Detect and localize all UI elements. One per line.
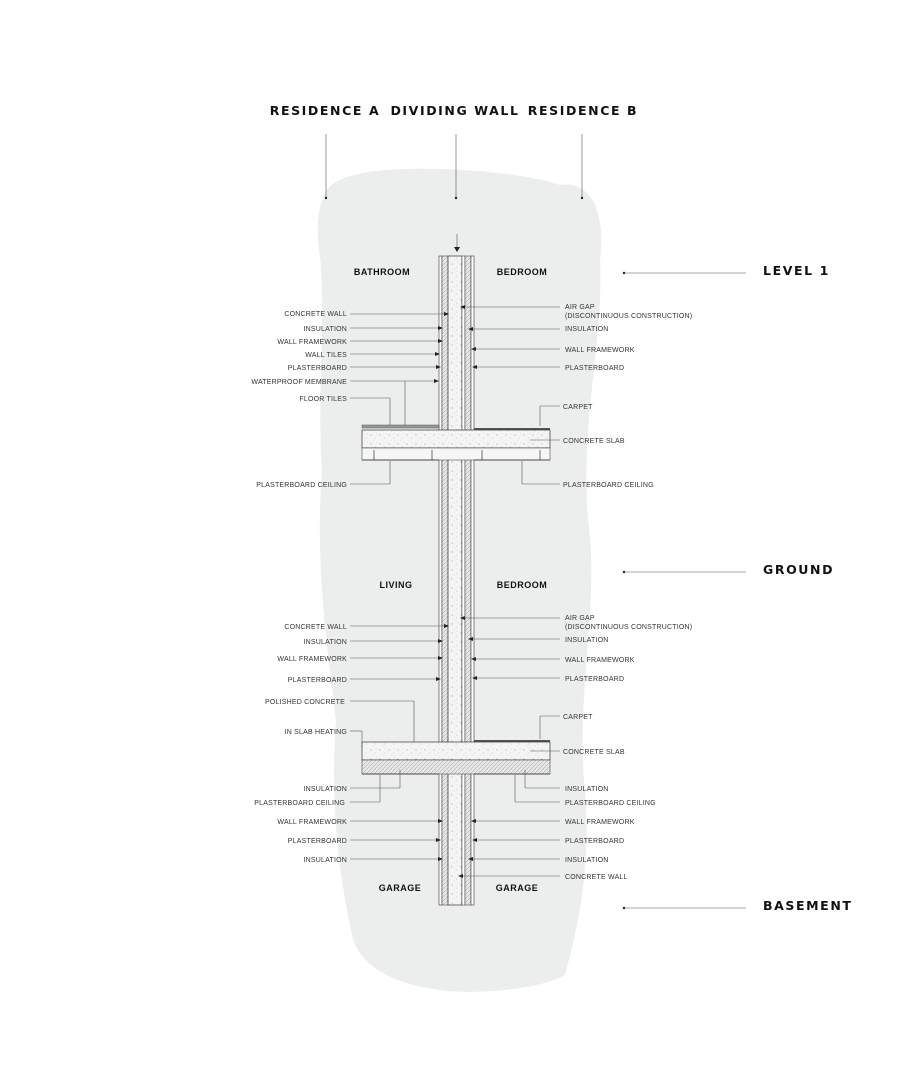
header-residence-b: RESIDENCE B (528, 103, 638, 118)
label-g-polished-concrete: POLISHED CONCRETE (265, 699, 345, 706)
label-g-in-slab-heating: IN SLAB HEATING (285, 729, 347, 736)
room-garage-b: GARAGE (496, 883, 539, 893)
room-living: LIVING (379, 580, 412, 590)
label-l1-floor-tiles: FLOOR TILES (299, 396, 347, 403)
label-l1-insulation: INSULATION (304, 326, 348, 333)
label-g-carpet: CARPET (563, 714, 593, 721)
label-g-air-gap-note: (DISCONTINUOUS CONSTRUCTION) (565, 624, 692, 631)
label-l1-plasterboard-ceiling-a: PLASTERBOARD CEILING (256, 482, 347, 489)
label-b-wall-framework-b: WALL FRAMEWORK (565, 819, 635, 826)
label-g-concrete-slab: CONCRETE SLAB (563, 749, 625, 756)
label-b-wall-framework-a: WALL FRAMEWORK (277, 819, 347, 826)
label-b-plasterboard-ceiling-b: PLASTERBOARD CEILING (565, 800, 656, 807)
label-b-insulation-a2: INSULATION (304, 857, 348, 864)
level1-left-leaders (350, 312, 449, 485)
ground-right-leaders (460, 616, 560, 752)
label-b-plasterboard-b: PLASTERBOARD (565, 838, 624, 845)
label-g-concrete-wall: CONCRETE WALL (284, 624, 347, 631)
label-l1-plasterboard-b: PLASTERBOARD (565, 365, 624, 372)
level-label-ground: GROUND (763, 562, 834, 577)
label-l1-concrete-slab: CONCRETE SLAB (563, 438, 625, 445)
label-l1-plasterboard-ceiling-b: PLASTERBOARD CEILING (563, 482, 654, 489)
header-residence-a: RESIDENCE A (270, 103, 381, 118)
header-dividing-wall: DIVIDING WALL (390, 103, 519, 118)
dividing-wall (438, 255, 475, 906)
header-leaders (324, 134, 584, 200)
label-l1-concrete-wall: CONCRETE WALL (284, 311, 347, 318)
label-g-air-gap: AIR GAP (565, 615, 595, 622)
label-l1-air-gap: AIR GAP (565, 304, 595, 311)
label-g-insulation: INSULATION (304, 639, 348, 646)
room-bedroom-upper: BEDROOM (497, 267, 548, 277)
label-b-insulation-b2: INSULATION (565, 857, 609, 864)
level-label-basement: BASEMENT (763, 898, 853, 913)
label-g-plasterboard: PLASTERBOARD (288, 677, 347, 684)
room-garage-a: GARAGE (379, 883, 422, 893)
label-l1-plasterboard: PLASTERBOARD (288, 365, 347, 372)
label-l1-waterproof-membrane: WATERPROOF MEMBRANE (251, 379, 347, 386)
basement-leaders (350, 770, 560, 878)
label-l1-wall-framework: WALL FRAMEWORK (277, 339, 347, 346)
label-g-wall-framework: WALL FRAMEWORK (277, 656, 347, 663)
room-bathroom: BATHROOM (354, 267, 410, 277)
label-g-insulation-b: INSULATION (565, 637, 609, 644)
label-l1-wall-framework-b: WALL FRAMEWORK (565, 347, 635, 354)
label-l1-air-gap-note: (DISCONTINUOUS CONSTRUCTION) (565, 313, 692, 320)
ground-left-leaders (350, 624, 449, 744)
label-g-plasterboard-b: PLASTERBOARD (565, 676, 624, 683)
label-b-plasterboard-a: PLASTERBOARD (288, 838, 347, 845)
level-markers (622, 271, 746, 910)
room-bedroom-ground: BEDROOM (497, 580, 548, 590)
label-l1-carpet: CARPET (563, 404, 593, 411)
label-b-insulation-a: INSULATION (304, 786, 348, 793)
label-b-concrete-wall: CONCRETE WALL (565, 874, 628, 881)
label-b-plasterboard-ceiling-a: PLASTERBOARD CEILING (254, 800, 345, 807)
label-g-wall-framework-b: WALL FRAMEWORK (565, 657, 635, 664)
level1-slab (361, 424, 551, 461)
level1-right-leaders (460, 305, 560, 485)
label-l1-wall-tiles: WALL TILES (305, 352, 347, 359)
ground-slab (361, 740, 551, 775)
level-label-level1: LEVEL 1 (763, 263, 830, 278)
label-b-insulation-b: INSULATION (565, 786, 609, 793)
label-l1-insulation-b: INSULATION (565, 326, 609, 333)
